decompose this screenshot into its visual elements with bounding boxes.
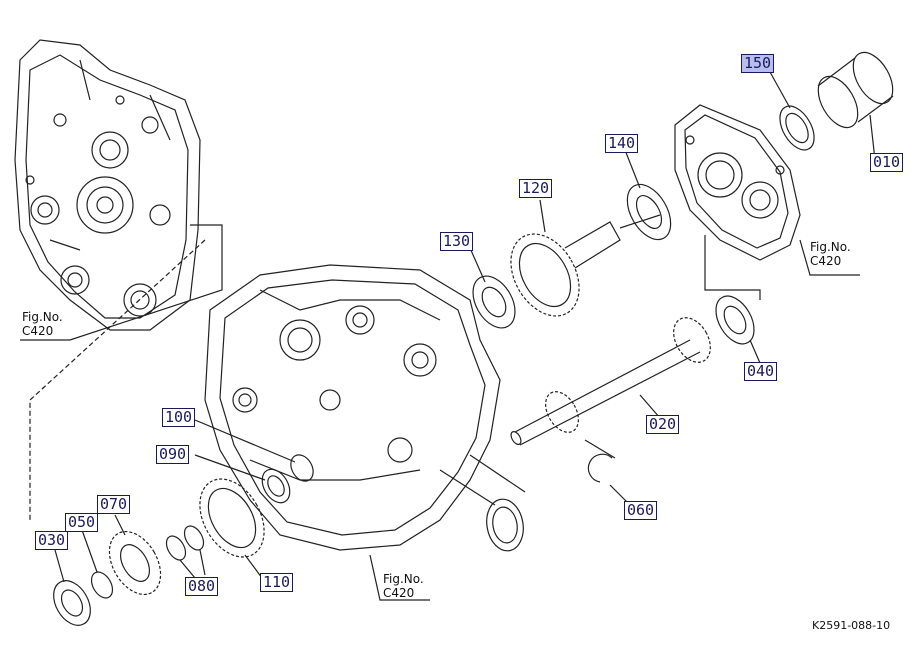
- fig-ref-top-right[interactable]: Fig.No. C420: [810, 240, 851, 268]
- part-label-060[interactable]: 060: [624, 501, 658, 520]
- part-040-ball-bearing: [715, 295, 761, 364]
- rear-cover-housing: [674, 104, 801, 261]
- part-110-gear: [199, 478, 265, 579]
- part-020-main-shaft: [510, 317, 711, 446]
- part-label-130[interactable]: 130: [440, 232, 474, 251]
- part-090-collar: [194, 454, 291, 504]
- part-label-030[interactable]: 030: [35, 531, 69, 550]
- part-label-040[interactable]: 040: [744, 362, 778, 381]
- part-label-140[interactable]: 140: [605, 134, 639, 153]
- part-label-150[interactable]: 150: [741, 54, 775, 73]
- part-030-ball-bearing: [53, 549, 91, 626]
- part-010-sleeve: [817, 51, 894, 161]
- fig-ref-top-left[interactable]: Fig.No. C420: [22, 310, 63, 338]
- front-cover-housing: [14, 39, 201, 331]
- part-150-oil-seal: [769, 71, 815, 151]
- part-label-100[interactable]: 100: [162, 408, 196, 427]
- transmission-case: [204, 264, 526, 552]
- fig-ref-top-left-line2: C420: [22, 324, 54, 338]
- part-140-ball-bearing: [624, 149, 672, 241]
- fig-ref-bottom[interactable]: Fig.No. C420: [383, 572, 424, 600]
- part-label-050[interactable]: 050: [65, 513, 99, 532]
- part-label-080[interactable]: 080: [185, 577, 219, 596]
- part-050-washer: [81, 529, 114, 599]
- part-label-120[interactable]: 120: [519, 179, 553, 198]
- part-060-circlip: [584, 439, 631, 506]
- part-070-gear: [108, 514, 162, 596]
- part-label-070[interactable]: 070: [97, 495, 131, 514]
- part-label-010[interactable]: 010: [870, 153, 904, 172]
- diagram-code: K2591-088-10: [812, 619, 891, 632]
- part-label-110[interactable]: 110: [260, 573, 294, 592]
- fig-ref-bottom-line2: C420: [383, 586, 415, 600]
- part-label-090[interactable]: 090: [156, 445, 190, 464]
- fig-ref-bottom-line1: Fig.No.: [383, 572, 424, 586]
- part-label-020[interactable]: 020: [646, 415, 680, 434]
- part-100-needle-bearing: [194, 419, 314, 482]
- fig-ref-top-left-line1: Fig.No.: [22, 310, 63, 324]
- fig-ref-top-right-line2: C420: [810, 254, 842, 268]
- part-080-needle-bearings: [165, 525, 206, 579]
- part-120-gear-shaft: [510, 199, 621, 317]
- part-130-ball-bearing: [469, 247, 516, 329]
- fig-ref-top-right-line1: Fig.No.: [810, 240, 851, 254]
